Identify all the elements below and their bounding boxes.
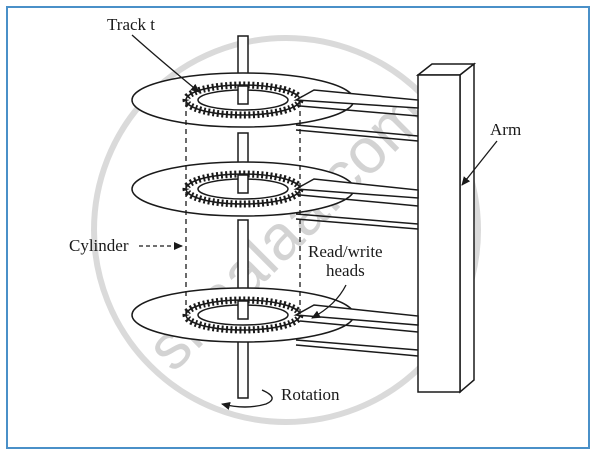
cylinder-outline: [185, 102, 301, 318]
label-track: Track t: [107, 15, 155, 34]
rotation-arrow: [221, 389, 273, 410]
label-cylinder: Cylinder: [69, 236, 129, 255]
heads-leader-arrow: [311, 284, 347, 319]
platter-middle: [131, 161, 355, 217]
access-arm-3: [293, 304, 419, 357]
watermark-circle: [91, 35, 481, 425]
access-arm-1: [293, 89, 419, 142]
arm-block: [415, 62, 477, 394]
label-rotation: Rotation: [281, 385, 340, 404]
label-heads-line2: heads: [326, 261, 365, 280]
track-leader-arrow: [131, 34, 200, 93]
label-heads-line1: Read/write: [308, 242, 383, 261]
label-arm: Arm: [490, 120, 521, 139]
platter-bottom: [131, 287, 355, 343]
arm-leader-arrow: [461, 140, 498, 186]
access-arm-2: [293, 178, 419, 230]
